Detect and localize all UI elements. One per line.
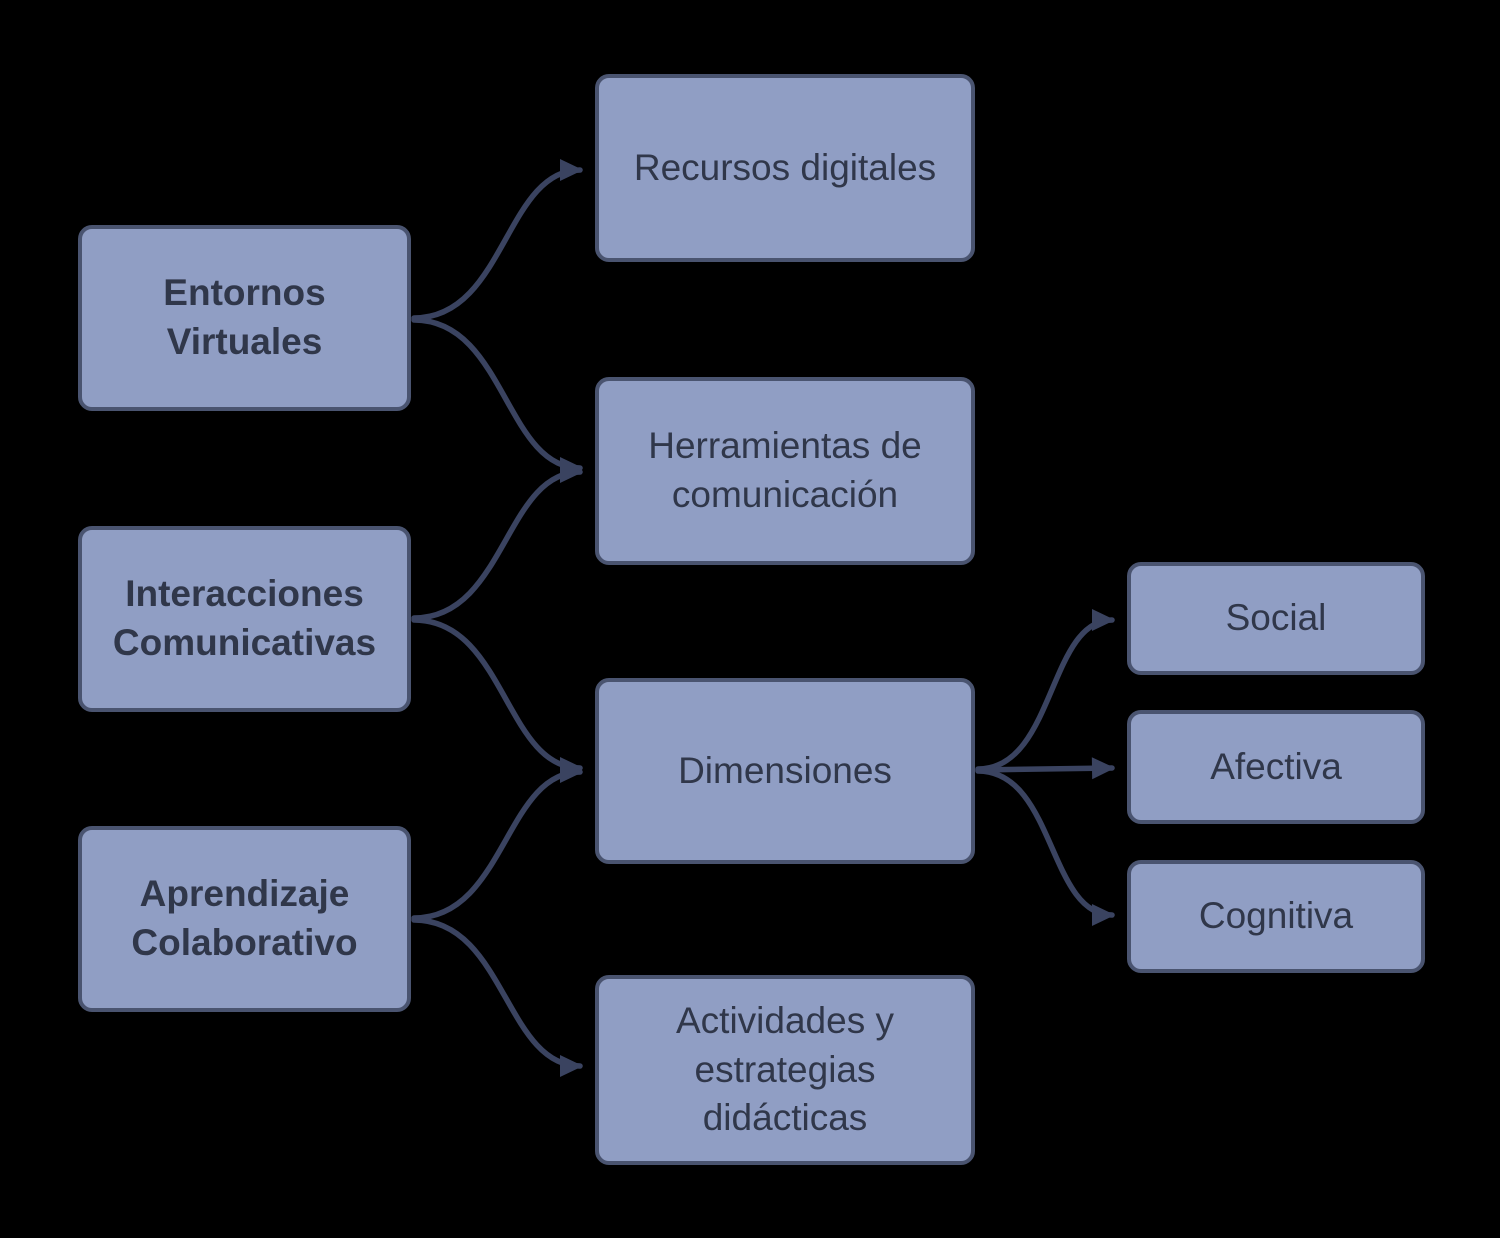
node-label: Recursos digitales bbox=[633, 146, 937, 188]
edge-entornos-virtuales-to-recursos-digitales bbox=[411, 159, 583, 321]
node-label: Cognitiva bbox=[1198, 895, 1354, 937]
node-interacciones-comunicativas: Interacciones Comunicativas bbox=[78, 526, 411, 712]
node-entornos-virtuales: Entornos Virtuales bbox=[78, 225, 411, 411]
node-aprendizaje-colaborativo: Aprendizaje Colaborativo bbox=[78, 826, 411, 1012]
node-cognitiva: Cognitiva bbox=[1127, 860, 1425, 973]
edge-entornos-virtuales-to-herramientas-comunicacion bbox=[411, 317, 583, 479]
edge-aprendizaje-colaborativo-to-actividades-estrategias bbox=[411, 917, 583, 1077]
node-label: Dimensiones bbox=[678, 749, 892, 791]
node-label: Herramientas de comunicación bbox=[648, 425, 922, 515]
node-label: Social bbox=[1225, 597, 1327, 639]
node-herramientas-comunicacion: Herramientas de comunicación bbox=[595, 377, 975, 565]
edge-dimensiones-to-afectiva bbox=[975, 757, 1115, 780]
node-afectiva: Afectiva bbox=[1127, 710, 1425, 824]
edge-interacciones-comunicativas-to-herramientas-comunicacion bbox=[411, 461, 583, 621]
node-label: Actividades y estrategias didácticas bbox=[676, 999, 894, 1139]
node-label: Interacciones Comunicativas bbox=[112, 573, 377, 663]
node-recursos-digitales: Recursos digitales bbox=[595, 74, 975, 262]
edge-interacciones-comunicativas-to-dimensiones bbox=[411, 617, 583, 779]
node-actividades-estrategias: Actividades y estrategias didácticas bbox=[595, 975, 975, 1165]
edge-dimensiones-to-cognitiva bbox=[975, 768, 1115, 926]
node-label: Afectiva bbox=[1210, 745, 1342, 787]
node-dimensiones: Dimensiones bbox=[595, 678, 975, 864]
node-social: Social bbox=[1127, 562, 1425, 675]
edge-dimensiones-to-social bbox=[975, 609, 1115, 772]
node-label: Entornos Virtuales bbox=[163, 272, 326, 362]
edge-aprendizaje-colaborativo-to-dimensiones bbox=[411, 761, 583, 921]
node-label: Aprendizaje Colaborativo bbox=[131, 873, 358, 963]
